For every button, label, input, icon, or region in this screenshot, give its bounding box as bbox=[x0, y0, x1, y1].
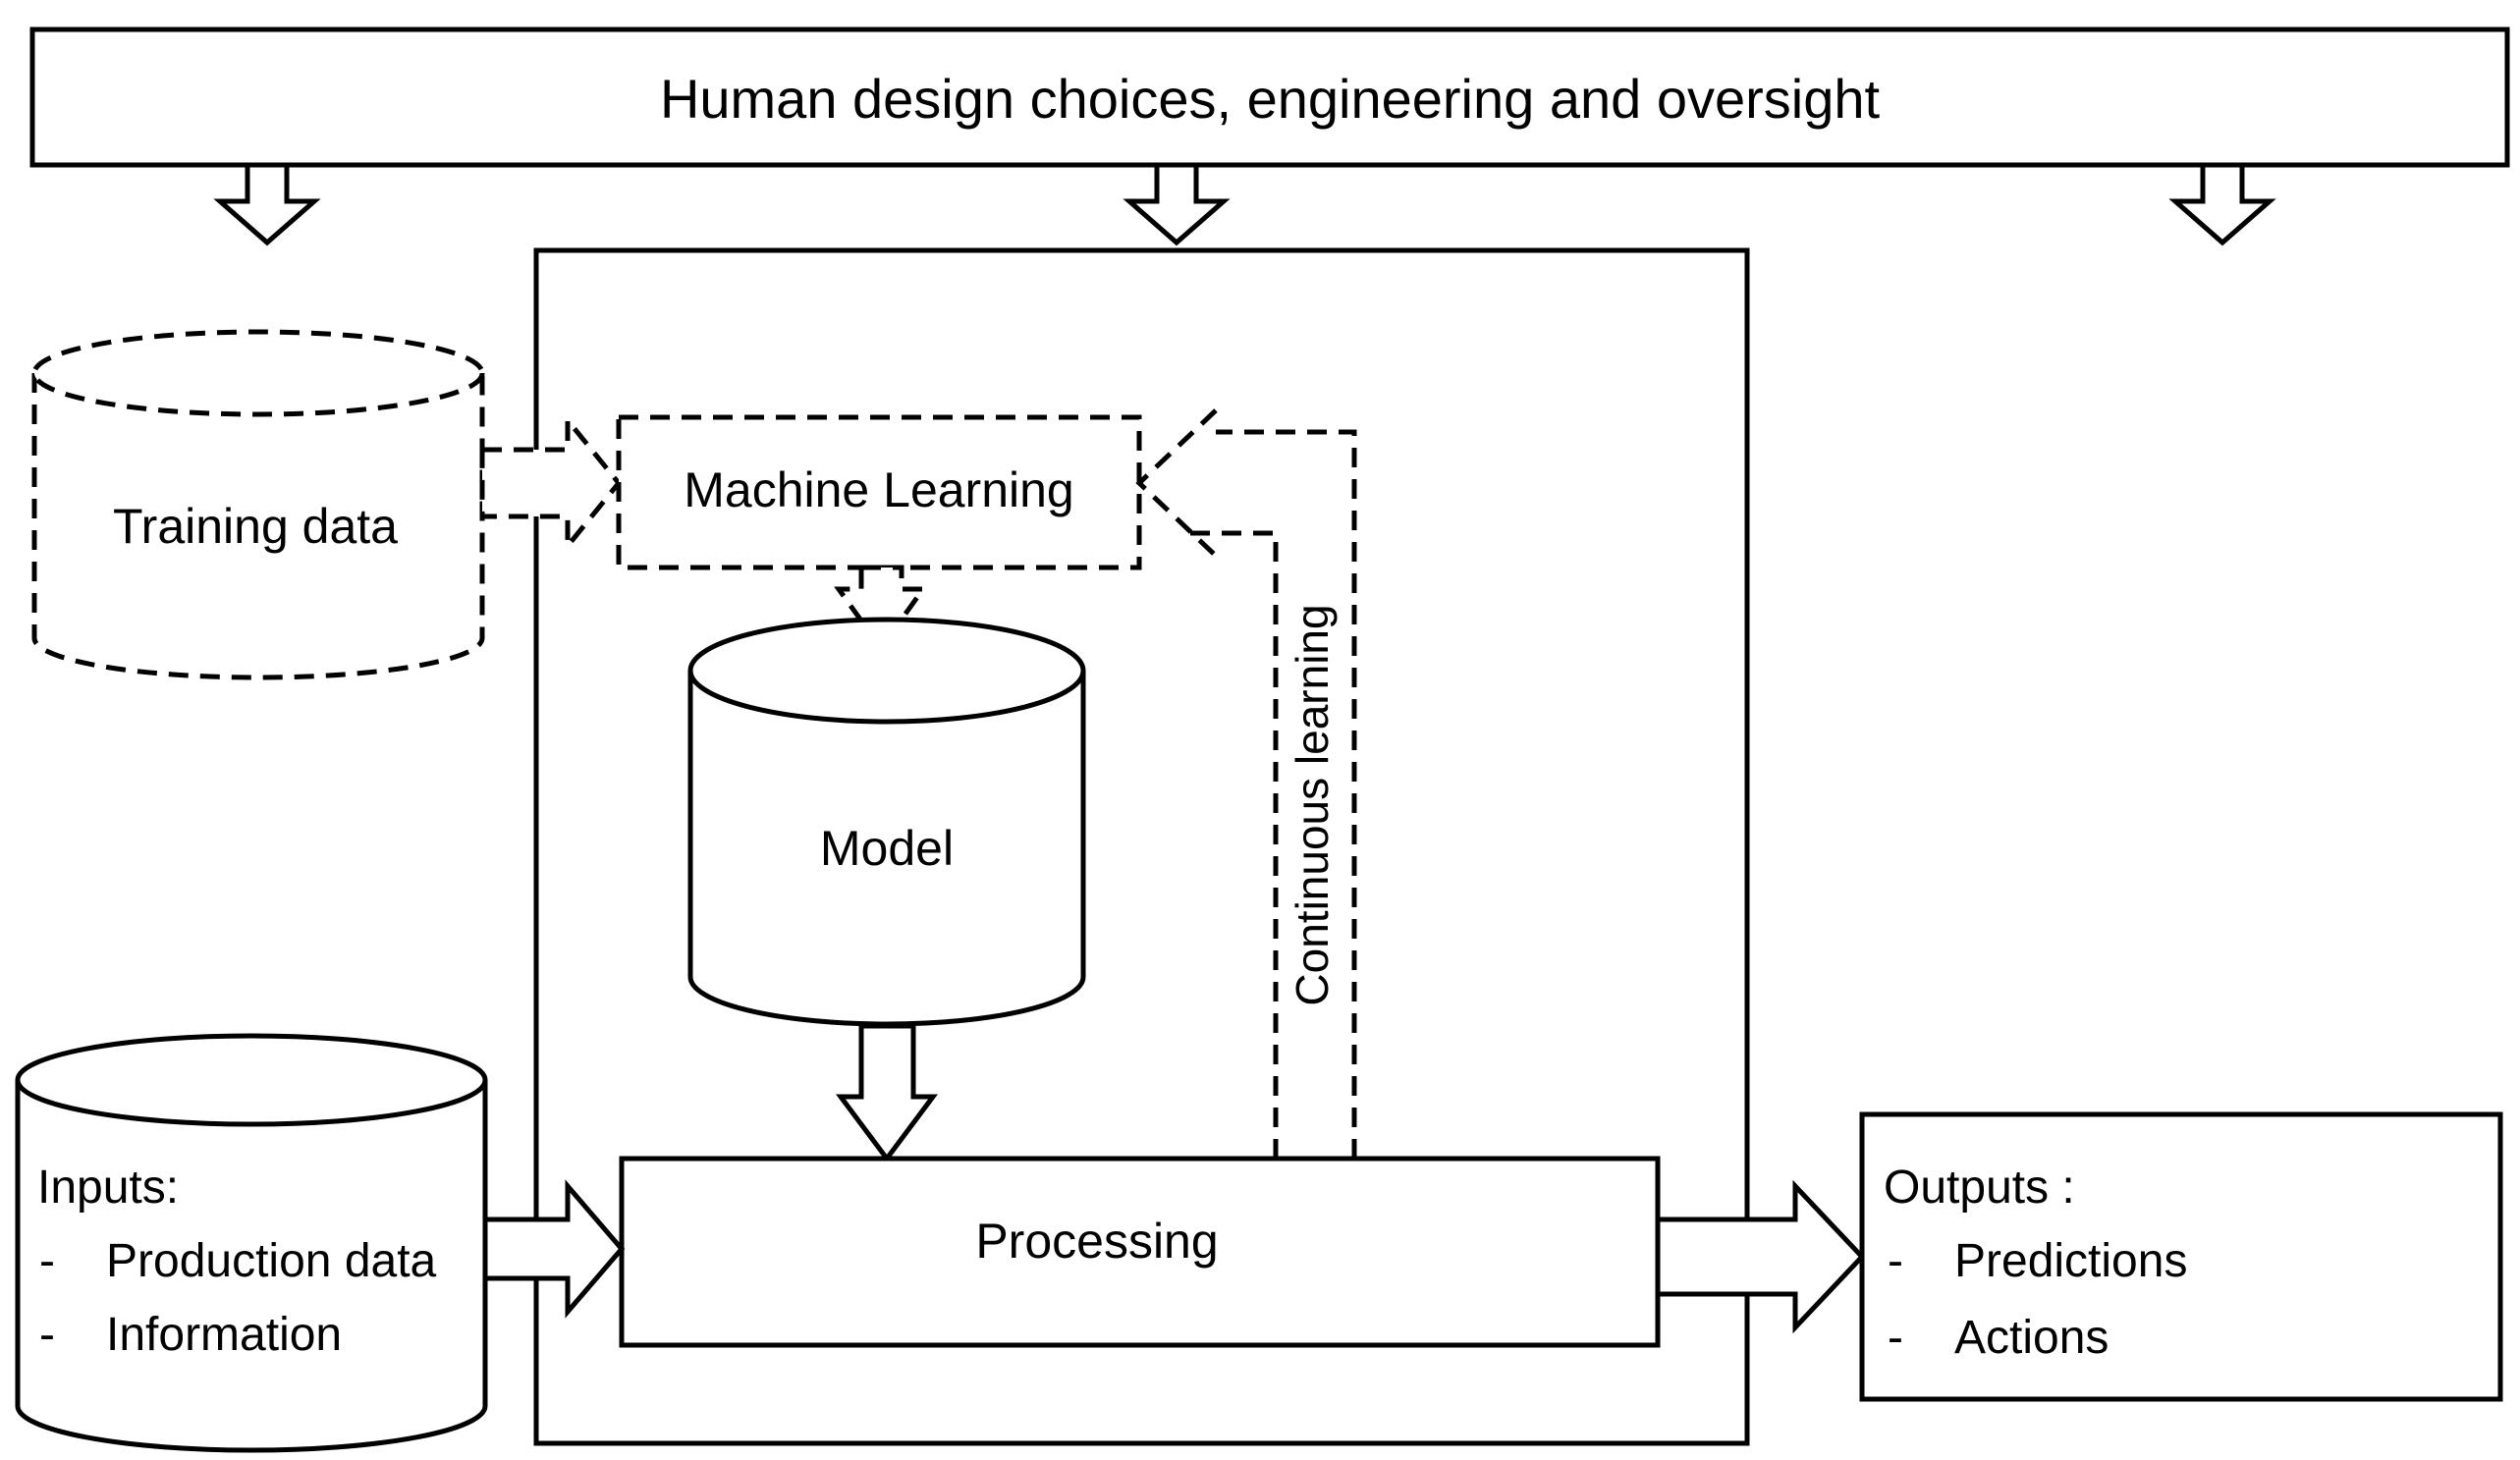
inputs-item-production-data: Production data bbox=[106, 1235, 437, 1287]
outputs-title: Outputs : bbox=[1884, 1162, 2075, 1214]
down-arrow-center-icon bbox=[1123, 162, 1231, 246]
machine-learning-label: Machine Learning bbox=[684, 462, 1074, 517]
arrow-processing-to-outputs-icon bbox=[1655, 1179, 1866, 1334]
down-arrow-left-icon bbox=[213, 162, 321, 246]
arrow-model-to-processing-icon bbox=[836, 1023, 938, 1163]
outputs-item-predictions: Predictions bbox=[1954, 1235, 2187, 1287]
outputs-bullet: - bbox=[1888, 1235, 1903, 1287]
outputs-bullet: - bbox=[1888, 1312, 1903, 1364]
arrow-ml-to-model-icon bbox=[834, 565, 928, 653]
header-label: Human design choices, engineering and ov… bbox=[660, 68, 1881, 130]
model-label: Model bbox=[820, 821, 954, 876]
machine-learning-box: Machine Learning bbox=[616, 414, 1142, 570]
inputs-item-information: Information bbox=[106, 1309, 342, 1361]
inputs-bullet: - bbox=[39, 1235, 55, 1287]
inputs-cylinder: Inputs: - Production data - Information bbox=[15, 1033, 488, 1453]
processing-box: Processing bbox=[619, 1156, 1661, 1348]
continuous-learning-label: Continuous learning bbox=[1287, 604, 1338, 1005]
processing-label: Processing bbox=[975, 1214, 1218, 1269]
outputs-item-actions: Actions bbox=[1954, 1312, 2109, 1364]
continuous-learning-loop: Continuous learning bbox=[1135, 408, 1357, 1159]
training-data-label: Training data bbox=[113, 499, 398, 554]
arrow-inputs-to-processing-icon bbox=[482, 1179, 626, 1319]
system-container bbox=[533, 247, 1750, 1446]
arrow-training-to-ml-icon bbox=[479, 412, 623, 554]
training-data-cylinder: Training data bbox=[31, 329, 485, 680]
down-arrow-right-icon bbox=[2168, 162, 2276, 246]
header-box: Human design choices, engineering and ov… bbox=[29, 27, 2510, 168]
inputs-title: Inputs: bbox=[37, 1162, 179, 1214]
model-cylinder: Model bbox=[687, 617, 1086, 1027]
outputs-box: Outputs : - Predictions - Actions bbox=[1859, 1111, 2503, 1402]
inputs-bullet: - bbox=[39, 1309, 55, 1361]
